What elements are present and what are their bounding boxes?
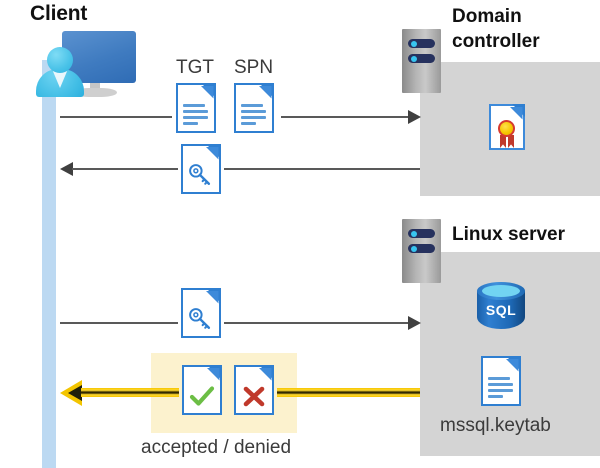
flow-dc-to-client-arrowhead: [60, 162, 73, 176]
sql-database-label: SQL: [485, 302, 517, 318]
linux-server-label: Linux server: [452, 224, 565, 245]
monitor-base-icon: [73, 88, 117, 97]
check-icon: [189, 386, 215, 406]
flow-dc-to-client-line-left: [72, 168, 178, 170]
keytab-file-label: mssql.keytab: [440, 415, 551, 436]
sql-database-icon: SQL: [477, 282, 525, 338]
ticket-key-document-icon: [181, 144, 221, 194]
server-rack-icon: [402, 219, 441, 283]
domain-controller-label-line1: Domain: [452, 6, 522, 27]
x-icon: [243, 386, 265, 407]
accepted-document-icon: [182, 365, 222, 415]
tgt-label: TGT: [176, 57, 214, 78]
denied-document-icon: [234, 365, 274, 415]
flow-result-line-right: [277, 388, 420, 397]
client-lifeline: [42, 60, 56, 468]
client-label: Client: [30, 2, 88, 25]
tgt-document-icon: [176, 83, 216, 133]
flow-client-to-linux-line-left: [60, 322, 178, 324]
flow-result-line-left: [81, 388, 179, 397]
certificate-ribbon-right: [508, 135, 514, 148]
key-icon: [189, 164, 211, 185]
person-head-icon: [47, 47, 73, 73]
flow-client-to-dc-arrowhead: [408, 110, 421, 124]
flow-client-to-dc-line-right: [281, 116, 411, 118]
flow-dc-to-client-line-right: [224, 168, 420, 170]
domain-controller-label-line2: controller: [452, 31, 540, 52]
flow-client-to-dc-line-left: [60, 116, 172, 118]
flow-client-to-linux-arrowhead: [408, 316, 421, 330]
domain-controller-label: Domain controller: [452, 4, 540, 54]
certificate-seal: [498, 120, 515, 137]
keytab-document-icon: [481, 356, 521, 406]
certificate-document-icon: [489, 104, 525, 150]
server-rack-icon: [402, 29, 441, 93]
key-icon: [189, 308, 211, 329]
spn-document-icon: [234, 83, 274, 133]
spn-label: SPN: [234, 57, 274, 78]
result-label: accepted / denied: [141, 437, 292, 458]
certificate-ribbon-left: [500, 135, 506, 148]
service-ticket-document-icon: [181, 288, 221, 338]
flow-client-to-linux-line-right: [224, 322, 411, 324]
flow-result-arrowhead-inner: [68, 385, 82, 401]
